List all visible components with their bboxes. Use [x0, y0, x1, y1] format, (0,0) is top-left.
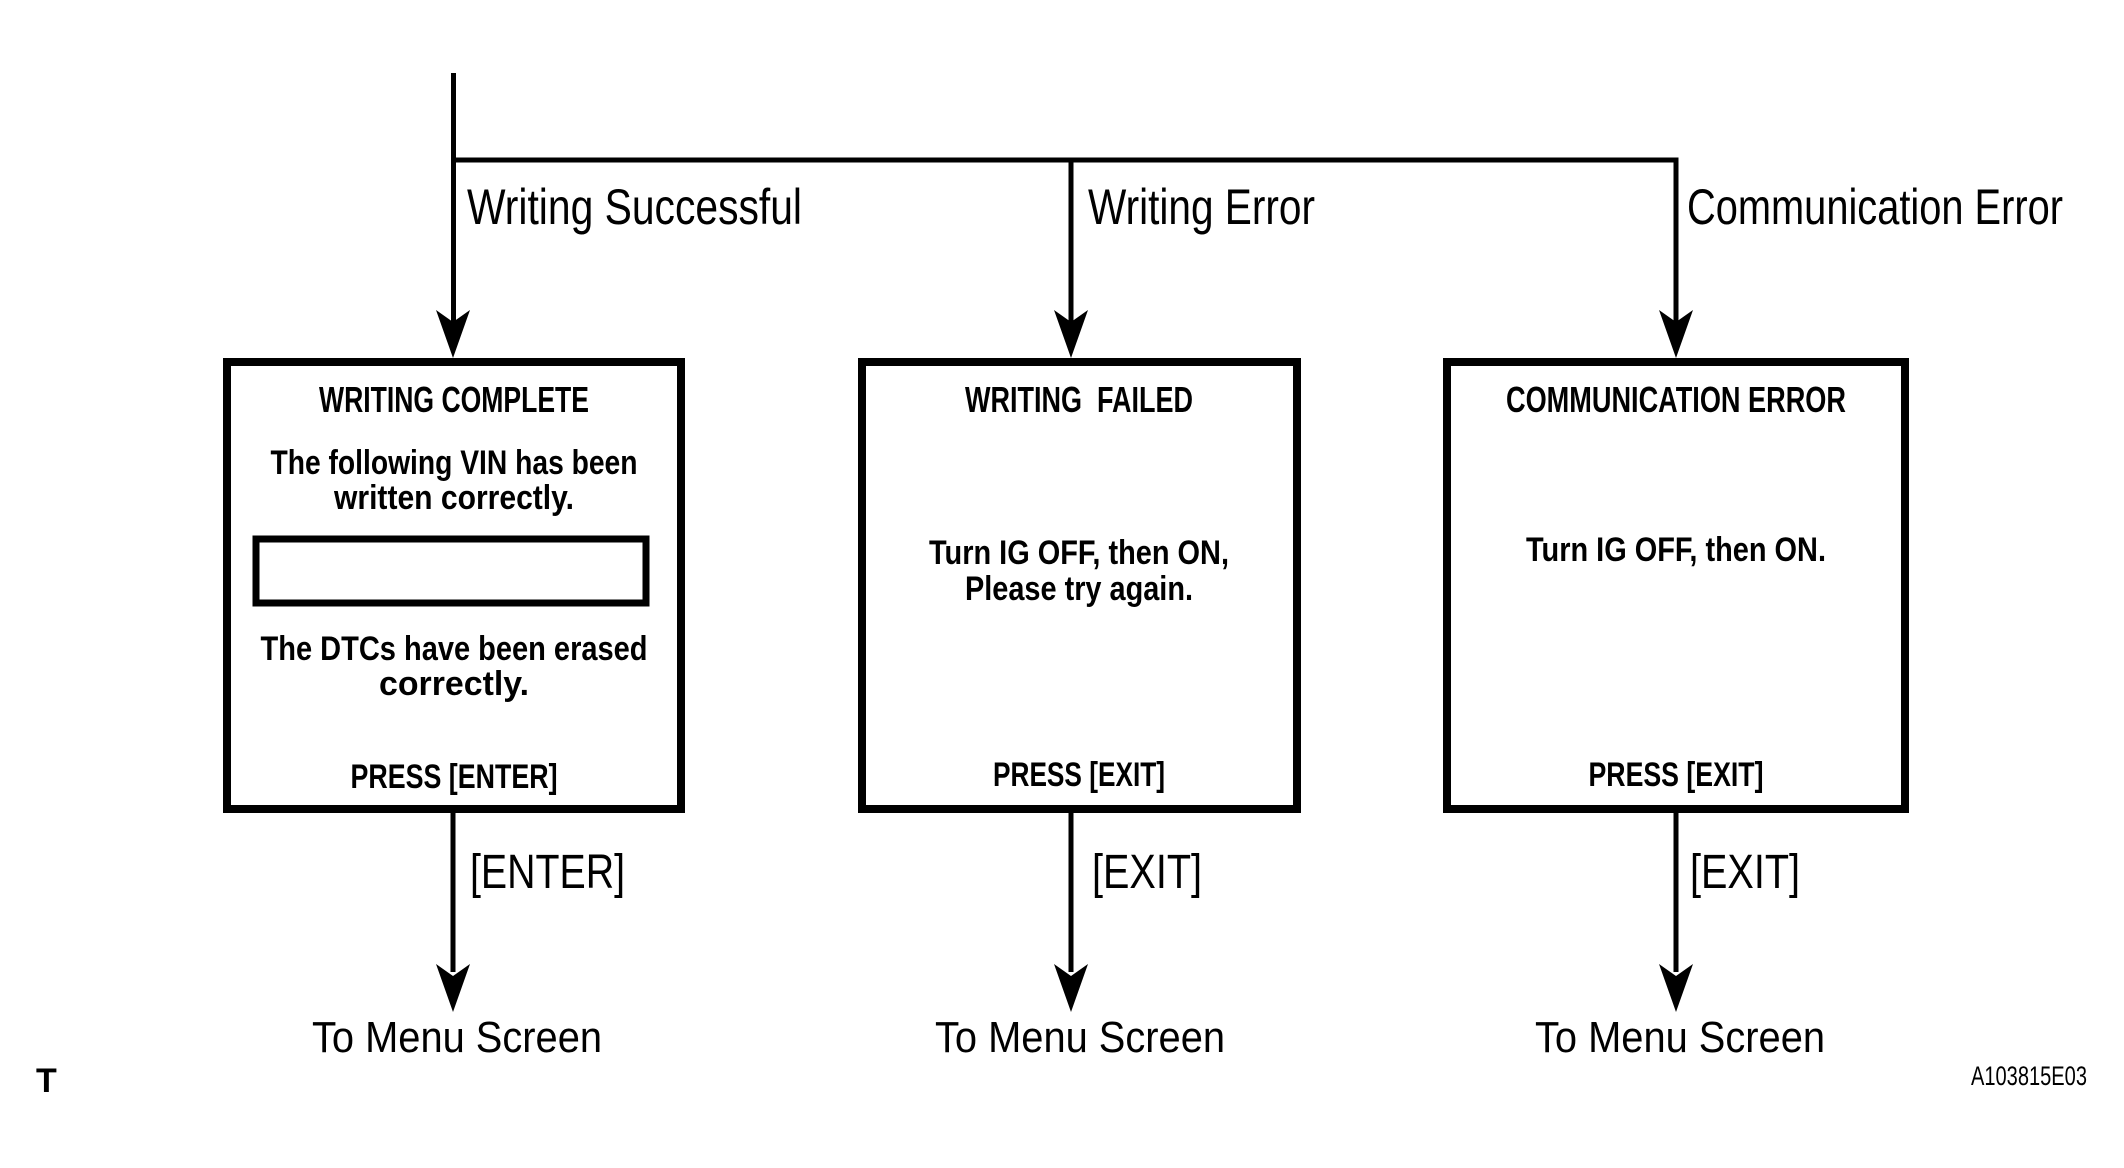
destination-label-menu-3: To Menu Screen — [1535, 1013, 1825, 1062]
screen-text-line: written correctly. — [333, 479, 574, 517]
arrowhead-into-writing-complete — [436, 310, 470, 358]
key-label-enter: [ENTER] — [470, 846, 625, 899]
screen-text-line: The DTCs have been erased — [261, 630, 648, 668]
vin-value-field — [252, 535, 650, 607]
page-tab-marker: T — [36, 1062, 57, 1100]
arrowhead-to-menu-3 — [1659, 964, 1693, 1012]
screen-text-line: The following VIN has been — [271, 444, 638, 482]
screen-press-exit-prompt: PRESS [EXIT] — [1589, 756, 1764, 794]
screen-title-writing-failed: WRITING FAILED — [965, 379, 1193, 420]
destination-label-menu-1: To Menu Screen — [312, 1013, 602, 1062]
screen-text-line: correctly. — [379, 665, 529, 703]
screen-box-communication-error — [1443, 358, 1909, 813]
branch-label-writing-error: Writing Error — [1088, 179, 1315, 235]
screen-box-writing-failed — [858, 358, 1301, 813]
key-label-exit-2: [EXIT] — [1690, 846, 1800, 899]
screen-title-writing-complete: WRITING COMPLETE — [319, 379, 589, 420]
screen-press-enter-prompt: PRESS [ENTER] — [351, 758, 558, 796]
arrowhead-to-menu-1 — [436, 964, 470, 1012]
screen-text-line: Turn IG OFF, then ON, — [929, 534, 1229, 572]
arrowhead-to-menu-2 — [1054, 964, 1088, 1012]
key-label-exit-1: [EXIT] — [1092, 846, 1202, 899]
screen-title-communication-error: COMMUNICATION ERROR — [1506, 379, 1846, 420]
arrowhead-into-writing-failed — [1054, 310, 1088, 358]
screen-press-exit-prompt: PRESS [EXIT] — [993, 756, 1165, 794]
screen-text-line: Please try again. — [965, 570, 1193, 608]
branch-label-communication-error: Communication Error — [1687, 179, 2063, 235]
screen-text-line: Turn IG OFF, then ON. — [1526, 531, 1826, 569]
destination-label-menu-2: To Menu Screen — [935, 1013, 1225, 1062]
figure-code: A103815E03 — [1971, 1061, 2087, 1091]
arrowhead-into-communication-error — [1659, 310, 1693, 358]
branch-label-writing-successful: Writing Successful — [467, 179, 802, 235]
